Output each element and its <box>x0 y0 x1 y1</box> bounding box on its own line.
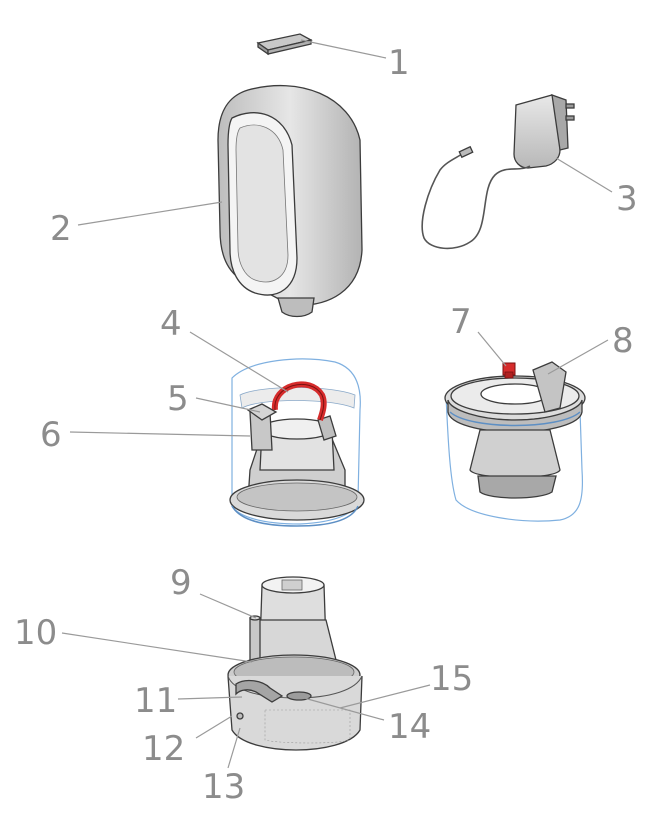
callout-7: 7 <box>450 302 472 342</box>
callout-4: 4 <box>160 304 182 344</box>
leader-15 <box>339 684 431 709</box>
leader-7 <box>477 331 507 367</box>
callout-13: 13 <box>202 767 245 807</box>
callout-1: 1 <box>388 43 410 83</box>
leader-2 <box>77 201 223 226</box>
callout-6: 6 <box>40 415 62 455</box>
callout-12: 12 <box>142 729 185 769</box>
callout-numbers: 1 2 3 4 5 6 7 8 9 10 11 12 13 14 15 <box>14 43 638 807</box>
callout-11: 11 <box>134 681 177 721</box>
leader-8 <box>547 339 609 375</box>
leader-12 <box>195 715 233 739</box>
callout-15: 15 <box>430 659 473 699</box>
part-1-small-pad <box>256 33 313 56</box>
callout-9: 9 <box>170 563 192 603</box>
part-base-unit <box>227 576 363 751</box>
leader-5 <box>195 397 261 413</box>
callout-10: 10 <box>14 613 57 653</box>
callout-14: 14 <box>388 707 431 747</box>
callout-2: 2 <box>50 209 72 249</box>
callout-5: 5 <box>167 379 189 419</box>
callout-3: 3 <box>616 179 638 219</box>
leader-9 <box>199 593 257 619</box>
part-2-loop-ring <box>217 84 363 318</box>
part-6-upper-assembly <box>229 358 365 527</box>
part-8-right-assembly <box>444 361 586 522</box>
leader-11 <box>177 696 243 700</box>
callout-8: 8 <box>612 321 634 361</box>
leader-3 <box>555 157 613 193</box>
leader-lines <box>61 39 613 769</box>
part-3-power-adapter <box>421 94 575 250</box>
leader-4 <box>189 331 289 393</box>
leader-14 <box>303 697 385 721</box>
leader-1 <box>300 39 387 59</box>
leader-13 <box>227 727 241 769</box>
leader-10 <box>61 632 253 663</box>
leader-6 <box>69 431 251 437</box>
